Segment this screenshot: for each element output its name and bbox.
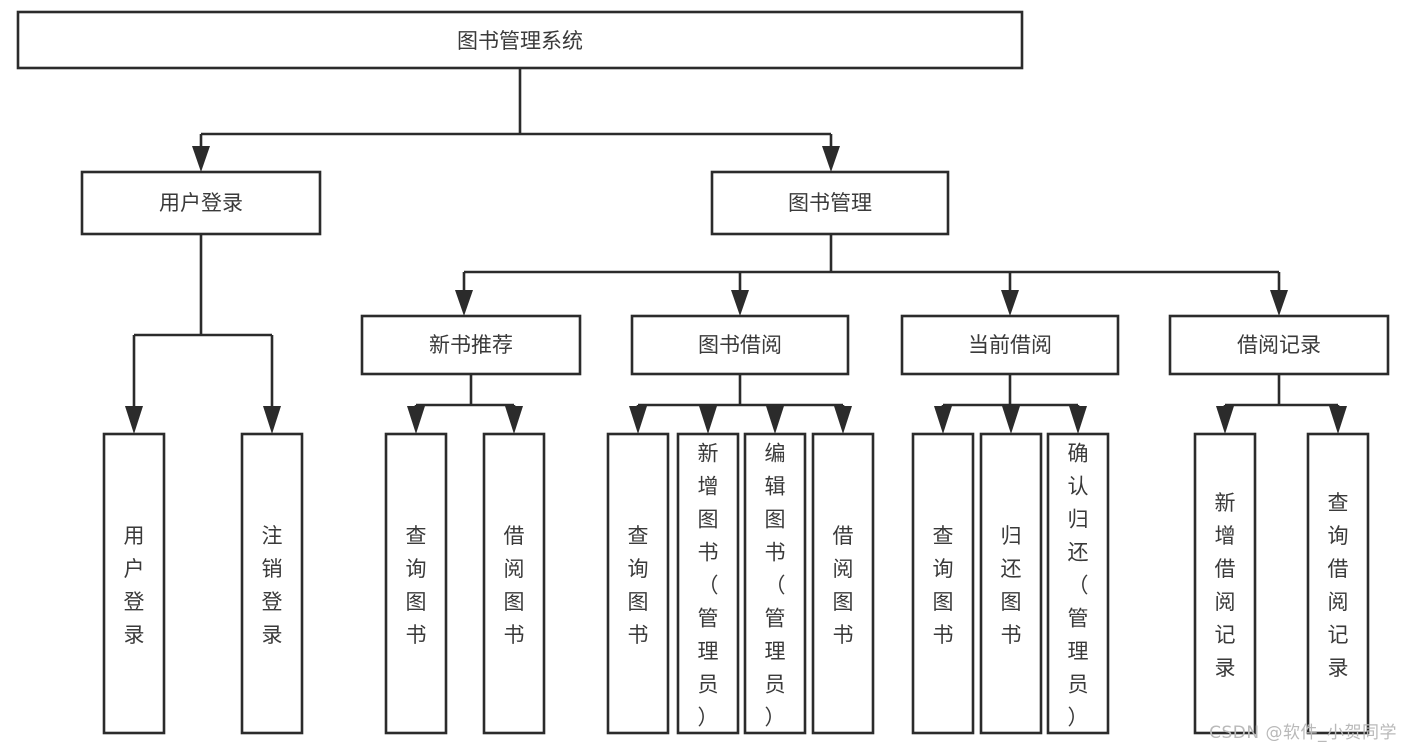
arrow-head-new-book-rec	[455, 290, 473, 316]
arrow-head-leaf-borrow-book-1	[505, 406, 523, 434]
leaf-borrow-book-2-rect[interactable]	[811, 432, 875, 735]
leaf-borrow-book-1-label: 借阅图书	[504, 524, 525, 647]
leaf-user-login-rect[interactable]	[102, 432, 166, 735]
node-user-login-label: 用户登录	[159, 191, 243, 215]
arrow-head-leaf-confirm-return	[1069, 406, 1087, 434]
node-root-rect[interactable]	[16, 10, 1024, 70]
node-layer-horizontal: 图书管理系统 用户登录 图书管理 新书推荐 图书借阅 当前借阅	[16, 10, 1390, 376]
node-book-borrow[interactable]: 图书借阅	[630, 314, 850, 376]
leaf-logout-label: 注销登录	[262, 524, 283, 647]
node-root[interactable]: 图书管理系统	[16, 10, 1024, 70]
arrow-head-user-login	[192, 146, 210, 172]
leaf-add-record-rect[interactable]	[1193, 432, 1257, 735]
leaf-query-book-2[interactable]: 查询图书	[606, 432, 670, 735]
arrow-head-book-borrow	[731, 290, 749, 316]
node-borrow-record-rect[interactable]	[1168, 314, 1390, 376]
arrow-head-leaf-user-login	[125, 406, 143, 434]
leaf-query-book-3-rect[interactable]	[911, 432, 975, 735]
node-new-book-rec[interactable]: 新书推荐	[360, 314, 582, 376]
leaf-user-login-label: 用户登录	[124, 524, 145, 647]
node-book-borrow-rect[interactable]	[630, 314, 850, 376]
leaf-query-record-label: 查询借阅记录	[1328, 491, 1349, 680]
leaf-query-book-3[interactable]: 查询图书	[911, 432, 975, 735]
leaf-edit-book-rect[interactable]	[743, 432, 807, 735]
leaf-query-book-2-label: 查询图书	[628, 524, 649, 647]
leaf-confirm-return-rect[interactable]	[1046, 432, 1110, 735]
arrow-head-leaf-add-record	[1216, 406, 1234, 434]
node-book-manage[interactable]: 图书管理	[710, 170, 950, 236]
leaf-add-record[interactable]: 新增借阅记录	[1193, 432, 1257, 735]
arrow-head-book-manage	[822, 146, 840, 172]
node-current-borrow[interactable]: 当前借阅	[900, 314, 1120, 376]
leaf-query-record[interactable]: 查询借阅记录	[1306, 432, 1370, 735]
leaf-query-book-3-label: 查询图书	[933, 524, 954, 647]
node-layer-leaves: 用户登录 注销登录 查询图书 借阅图书 查询图书 新增图书（管理员） 编辑图书（管理员） 借阅…	[102, 432, 1370, 735]
leaf-borrow-book-1-rect[interactable]	[482, 432, 546, 735]
leaf-logout[interactable]: 注销登录	[240, 432, 304, 735]
leaf-borrow-book-2[interactable]: 借阅图书	[811, 432, 875, 735]
leaf-add-record-label: 新增借阅记录	[1215, 491, 1236, 680]
leaf-edit-book[interactable]: 编辑图书（管理员）	[743, 432, 807, 735]
node-new-book-rec-label: 新书推荐	[429, 333, 513, 357]
leaf-return-book-label: 归还图书	[1001, 524, 1022, 647]
node-borrow-record-label: 借阅记录	[1237, 333, 1321, 357]
node-user-login[interactable]: 用户登录	[80, 170, 322, 236]
node-book-manage-label: 图书管理	[788, 191, 872, 215]
node-root-label: 图书管理系统	[457, 29, 583, 53]
node-book-borrow-label: 图书借阅	[698, 333, 782, 357]
leaf-add-book-label: 新增图书（管理员）	[698, 442, 719, 730]
csdn-watermark: CSDN @软件_小贺同学	[1209, 723, 1397, 743]
arrow-head-leaf-edit-book	[766, 406, 784, 434]
leaf-query-record-rect[interactable]	[1306, 432, 1370, 735]
leaf-add-book-rect[interactable]	[676, 432, 740, 735]
arrow-head-borrow-record	[1270, 290, 1288, 316]
node-current-borrow-rect[interactable]	[900, 314, 1120, 376]
arrow-head-leaf-query-book-3	[934, 406, 952, 434]
leaf-confirm-return[interactable]: 确认归还（管理员）	[1046, 432, 1110, 735]
leaf-return-book[interactable]: 归还图书	[979, 432, 1043, 735]
node-new-book-rec-rect[interactable]	[360, 314, 582, 376]
leaf-borrow-book-1[interactable]: 借阅图书	[482, 432, 546, 735]
leaf-confirm-return-label: 确认归还（管理员）	[1068, 442, 1089, 730]
arrow-head-current-borrow	[1001, 290, 1019, 316]
leaf-query-book-2-rect[interactable]	[606, 432, 670, 735]
node-borrow-record[interactable]: 借阅记录	[1168, 314, 1390, 376]
arrow-head-leaf-query-book-1	[407, 406, 425, 434]
leaf-edit-book-label: 编辑图书（管理员）	[765, 442, 786, 730]
arrow-head-leaf-query-book-2	[629, 406, 647, 434]
arrow-head-leaf-query-record	[1329, 406, 1347, 434]
arrow-head-leaf-add-book	[699, 406, 717, 434]
node-user-login-rect[interactable]	[80, 170, 322, 236]
leaf-query-book-1-label: 查询图书	[406, 524, 427, 647]
arrow-head-leaf-logout	[263, 406, 281, 434]
arrow-head-leaf-borrow-book-2	[834, 406, 852, 434]
leaf-query-book-1-rect[interactable]	[384, 432, 448, 735]
node-current-borrow-label: 当前借阅	[968, 333, 1052, 357]
node-book-manage-rect[interactable]	[710, 170, 950, 236]
leaf-borrow-book-2-label: 借阅图书	[833, 524, 854, 647]
arrow-head-leaf-return-book	[1002, 406, 1020, 434]
leaf-logout-rect[interactable]	[240, 432, 304, 735]
leaf-query-book-1[interactable]: 查询图书	[384, 432, 448, 735]
leaf-add-book[interactable]: 新增图书（管理员）	[676, 432, 740, 735]
leaf-user-login[interactable]: 用户登录	[102, 432, 166, 735]
connector-layer	[125, 68, 1347, 434]
leaf-return-book-rect[interactable]	[979, 432, 1043, 735]
